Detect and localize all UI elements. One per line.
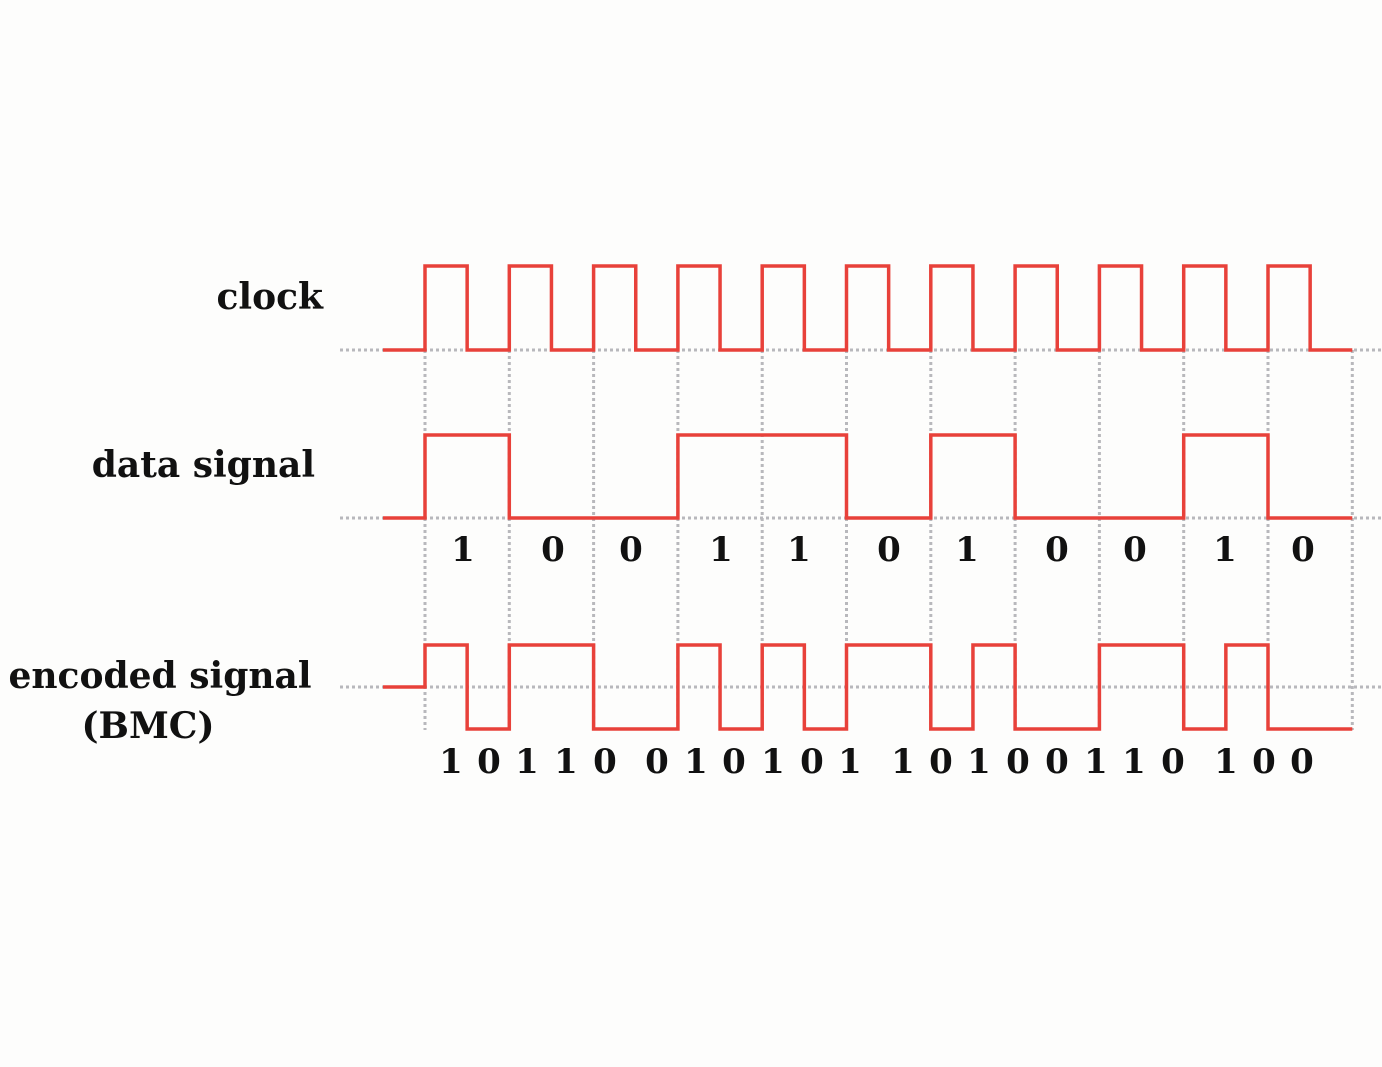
encoded-bit-label: 0 — [1252, 742, 1276, 782]
encoded-bit-label: 1 — [439, 742, 463, 782]
data-bit-label: 0 — [1123, 530, 1147, 570]
encoded-bit-label: 1 — [1122, 742, 1146, 782]
encoded-bit-label: 0 — [593, 742, 617, 782]
data-bit-label: 0 — [619, 530, 643, 570]
encoded-bit-label: 1 — [684, 742, 708, 782]
data-bit-label: 0 — [541, 530, 565, 570]
data-bit-label: 0 — [877, 530, 901, 570]
bmc-label: (BMC) — [82, 705, 215, 747]
encoded-signal-label: encoded signal — [8, 655, 311, 697]
encoded-bit-label: 1 — [891, 742, 915, 782]
encoded-signal-trace — [383, 643, 1353, 731]
data-bit-label: 0 — [1045, 530, 1069, 570]
encoded-bit-label: 1 — [967, 742, 991, 782]
encoded-bit-label: 0 — [929, 742, 953, 782]
encoded-bit-label: 0 — [1161, 742, 1185, 782]
encoded-bit-label: 0 — [1006, 742, 1030, 782]
clock-label: clock — [217, 276, 325, 318]
data-bit-label: 1 — [1213, 530, 1237, 570]
data-bit-label: 0 — [1291, 530, 1315, 570]
encoded-bit-label: 1 — [554, 742, 578, 782]
clock-trace — [383, 264, 1353, 352]
encoded-bit-label: 0 — [1290, 742, 1314, 782]
data-signal-trace — [383, 433, 1353, 520]
data-bit-label: 1 — [787, 530, 811, 570]
encoded-bit-label: 1 — [1084, 742, 1108, 782]
encoded-bit-label: 0 — [722, 742, 746, 782]
data-bit-label: 1 — [451, 530, 475, 570]
encoded-bit-label: 0 — [800, 742, 824, 782]
encoded-bit-label: 0 — [1045, 742, 1069, 782]
signal-traces — [383, 264, 1353, 731]
encoded-bit-label: 1 — [515, 742, 539, 782]
data-signal-label: data signal — [92, 444, 315, 486]
encoded-bit-label: 1 — [1214, 742, 1238, 782]
encoded-bit-label: 1 — [761, 742, 785, 782]
encoded-bit-label: 0 — [477, 742, 501, 782]
data-bit-label: 1 — [955, 530, 979, 570]
encoded-bit-label: 0 — [645, 742, 669, 782]
data-bit-label: 1 — [709, 530, 733, 570]
encoded-bit-label: 1 — [838, 742, 862, 782]
